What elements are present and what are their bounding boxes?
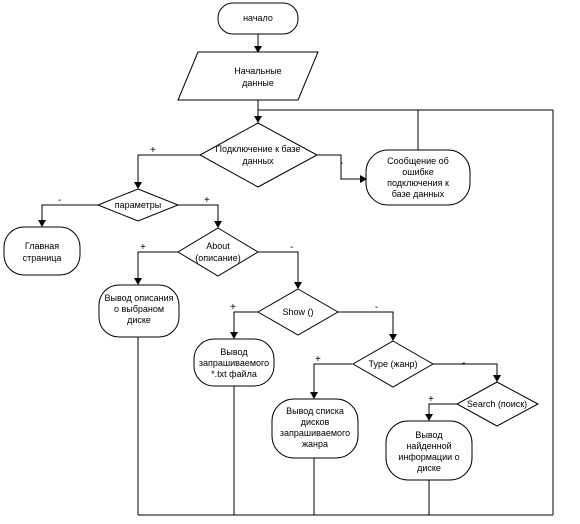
home-line1: Главная — [25, 241, 59, 251]
connector-search-out — [428, 403, 457, 420]
arrow-head — [214, 221, 222, 228]
connector-about-desc — [137, 251, 178, 284]
file-out-line1: Вывод — [220, 347, 248, 357]
branch-label-type-no: - — [462, 358, 465, 369]
db-error-line2: ошибке — [402, 167, 433, 177]
file-out-line3: *.txt файла — [211, 369, 257, 379]
show-decision — [256, 288, 340, 336]
disk-list-box — [271, 398, 359, 459]
db-connect-decision — [198, 122, 319, 188]
search-out-line4: диске — [417, 463, 441, 473]
branch-label-db-yes: + — [150, 145, 156, 156]
disk-desc-line1: Вывод описания — [105, 293, 174, 303]
file-output-box — [193, 338, 275, 387]
about-line1: About — [206, 241, 230, 251]
branch-label-params-yes: + — [204, 195, 210, 206]
arrow-head — [310, 392, 318, 399]
db-error-line4: базе данных — [392, 189, 445, 199]
arrow-head — [134, 278, 142, 285]
connector-show-type — [338, 311, 394, 340]
type-decision — [351, 340, 435, 388]
db-connect-line2: данных — [242, 156, 274, 166]
branch-labels: + - - + + - + - + - + — [58, 145, 465, 405]
disk-list-line2: дисков — [301, 417, 330, 427]
db-error-line1: Сообщение об — [387, 156, 449, 166]
search-out-line2: найденной — [406, 441, 451, 451]
search-out-line3: информации о — [398, 452, 459, 462]
params-decision — [96, 188, 180, 222]
disk-desc-line3: диске — [127, 315, 151, 325]
arrow-head — [254, 46, 262, 53]
type-label: Type (жанр) — [368, 359, 417, 369]
db-connect-line1: Подключение к базе — [216, 144, 301, 154]
search-output-box — [385, 420, 473, 481]
arrow-head — [425, 414, 433, 421]
branch-label-about-yes: + — [140, 242, 146, 253]
home-box — [3, 226, 81, 276]
disk-list-line4: жанра — [302, 439, 328, 449]
arrow-head — [389, 334, 397, 341]
start-terminal — [217, 2, 299, 35]
disk-description-box — [98, 284, 180, 338]
arrow-head — [294, 282, 302, 289]
search-out-line1: Вывод — [415, 430, 443, 440]
show-label: Show () — [282, 307, 313, 317]
home-line2: страница — [23, 253, 62, 263]
search-decision — [455, 381, 540, 427]
input-data-shape — [177, 51, 319, 101]
input-label-line2: данные — [242, 78, 274, 88]
connector-params-about — [178, 204, 219, 227]
branch-label-type-yes: + — [315, 354, 321, 365]
disk-desc-line2: о выбраном — [114, 304, 164, 314]
branch-label-params-no: - — [58, 195, 61, 206]
arrow-head — [230, 332, 238, 339]
connectors — [38, 34, 554, 516]
branch-label-search-yes: + — [428, 394, 434, 405]
file-out-line2: запрашиваемого — [199, 358, 269, 368]
connector-db-error — [317, 154, 365, 180]
branch-label-show-yes: + — [230, 302, 236, 313]
branch-label-db-no: - — [340, 158, 343, 169]
arrow-head — [360, 175, 367, 183]
db-error-line3: подключения к — [387, 178, 449, 188]
params-label: параметры — [115, 200, 161, 210]
about-decision — [177, 227, 259, 277]
connector-type-list — [313, 363, 352, 398]
arrow-head — [38, 220, 46, 227]
connector-show-file — [233, 311, 258, 338]
start-label: начало — [243, 13, 273, 23]
branch-label-show-no: - — [375, 302, 378, 313]
arrow-head — [493, 375, 501, 382]
db-error-box — [365, 149, 471, 206]
connector-db-params — [137, 154, 200, 188]
about-line2: (описание) — [195, 253, 240, 263]
branch-label-about-no: - — [290, 242, 293, 253]
input-label-line1: Начальные — [234, 66, 281, 76]
connector-params-home — [41, 204, 98, 226]
arrow-head — [134, 182, 142, 189]
disk-list-line3: запрашиваемого — [280, 428, 350, 438]
connector-about-show — [258, 251, 299, 288]
arrow-head — [254, 116, 262, 123]
search-label: Search (поиск) — [467, 399, 527, 409]
disk-list-line1: Вывод списка — [286, 406, 344, 416]
